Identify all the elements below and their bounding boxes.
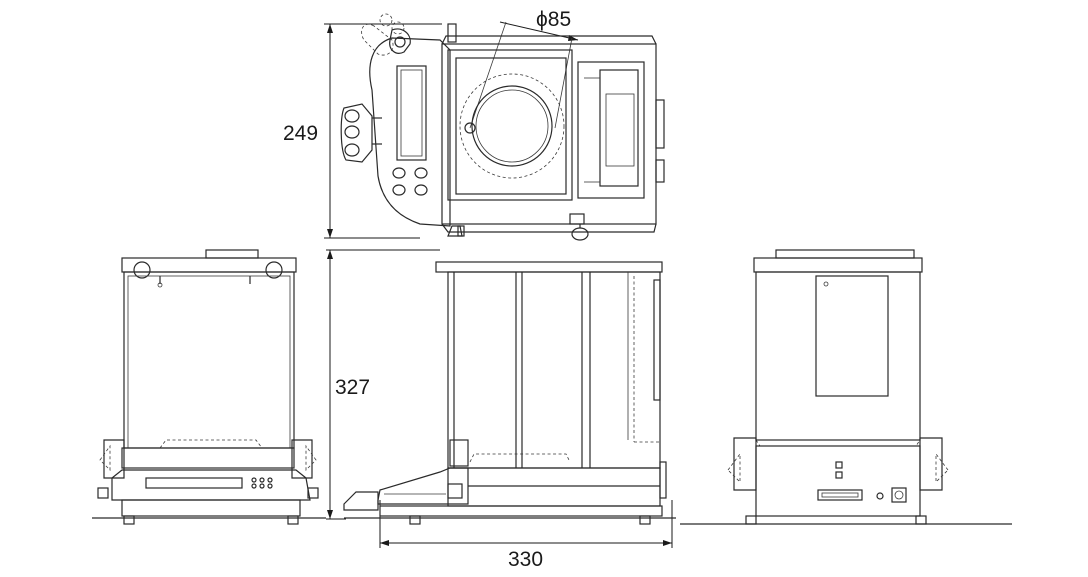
side-view [343,261,676,525]
front-view [92,249,326,525]
depth-label: 249 [283,122,318,145]
width-dimension-line [379,500,673,548]
keypad-icon [392,167,428,196]
leveling-knob-icon [340,103,382,163]
depth-dimension-line [324,23,442,239]
top-view [340,13,665,241]
front-foot-icon [569,213,589,241]
height-label: 327 [335,376,370,399]
weighing-pan-icon [459,73,565,179]
power-connector-icon [876,487,907,503]
diameter-label: ϕ85 [536,8,571,31]
rs232-port-icon [817,489,863,501]
handle-icon [361,13,411,56]
height-dimension-line [326,249,440,520]
rear-view [680,249,1012,525]
width-label: 330 [508,548,543,571]
diameter-leader [469,21,579,129]
